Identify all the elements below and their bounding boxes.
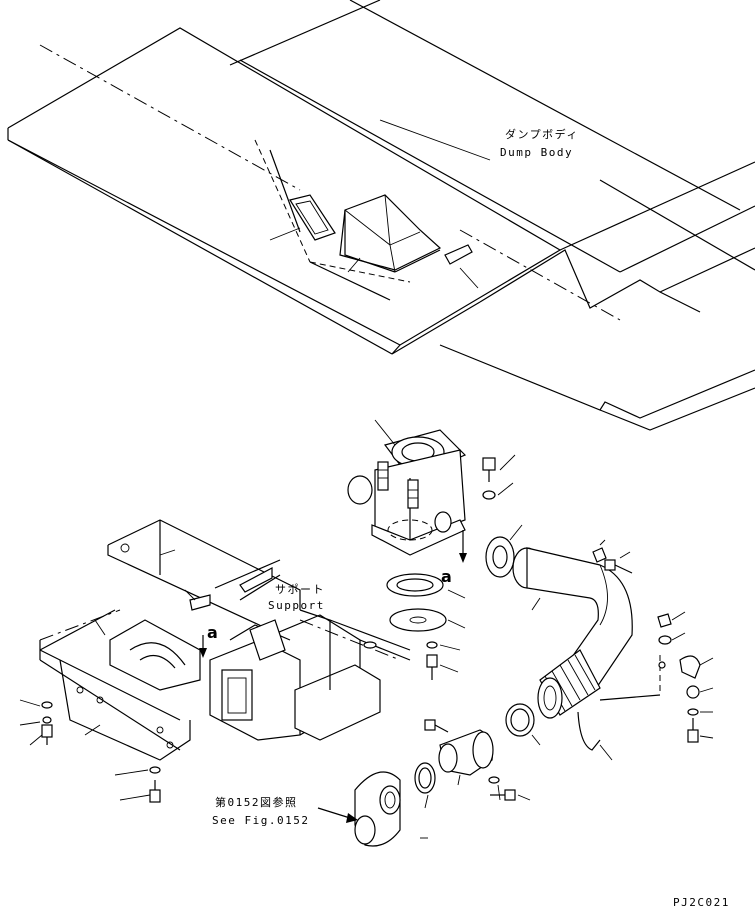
- support-label-jp: サポート: [275, 583, 325, 596]
- gaskets: [386, 573, 466, 680]
- see-fig-label-en: See Fig.0152: [212, 814, 309, 827]
- view-mark-a-left: a: [207, 623, 218, 642]
- dump-body: [7, 0, 755, 431]
- dump-body-label-en: Dump Body: [500, 146, 573, 159]
- right-fasteners: [592, 539, 714, 743]
- left-fasteners: [19, 549, 196, 803]
- view-arrow-a-center: [459, 530, 467, 563]
- dump-body-label-jp: ダンプボディ: [505, 127, 579, 141]
- view-mark-a-center: a: [441, 567, 452, 586]
- view-arrow-a-left: [199, 635, 207, 658]
- see-fig-label-jp: 第0152図参照: [215, 795, 298, 809]
- exhaust-pipe: [485, 524, 661, 761]
- support-frame: [39, 519, 411, 761]
- support-label-en: Support: [268, 599, 325, 612]
- exhaust-box: [347, 419, 467, 556]
- turbo-outlet: [317, 703, 541, 847]
- box-bolt: [482, 454, 516, 500]
- drawing-code: PJ2C021: [673, 896, 730, 909]
